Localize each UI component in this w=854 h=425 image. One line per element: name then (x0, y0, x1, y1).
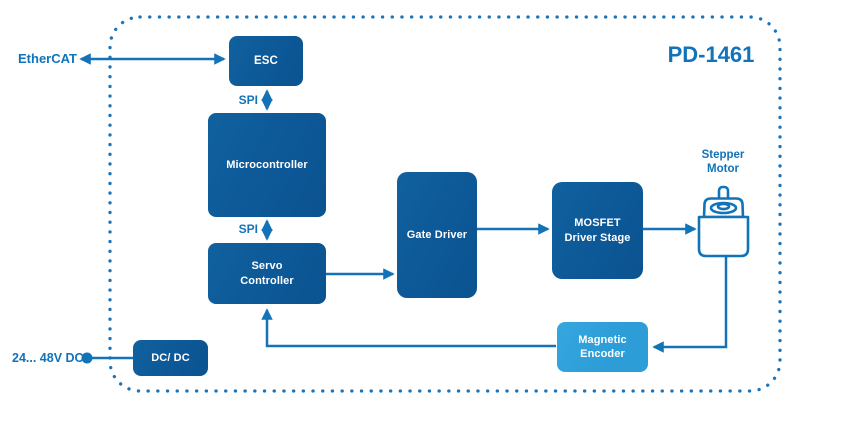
product-title: PD-1461 (667, 42, 755, 67)
motor-encoder-link (652, 256, 728, 353)
magnetic-encoder-block: Magnetic Encoder (557, 322, 648, 372)
microcontroller-block: Microcontroller (208, 113, 326, 217)
encoder-servo-feedback-link (261, 308, 556, 348)
power-input-node (81, 352, 93, 364)
mosfet-driver-stage-block: MOSFET Driver Stage (552, 182, 643, 279)
gate-driver-block: Gate Driver (397, 172, 477, 298)
spi-label-bottom: SPI (238, 222, 258, 236)
esc-block: ESC (229, 36, 303, 86)
ethercat-label: EtherCAT (18, 51, 77, 66)
board-dotted-border (108, 15, 782, 393)
servo-controller-block: Servo Controller (208, 243, 326, 304)
stepper-motor-label: Stepper Motor (701, 149, 745, 176)
power-input-label: 24... 48V DC (12, 351, 84, 365)
spi-label-top: SPI (238, 93, 258, 107)
stepper-motor-icon (697, 185, 750, 258)
dc-dc-converter-block: DC/ DC (133, 340, 208, 376)
